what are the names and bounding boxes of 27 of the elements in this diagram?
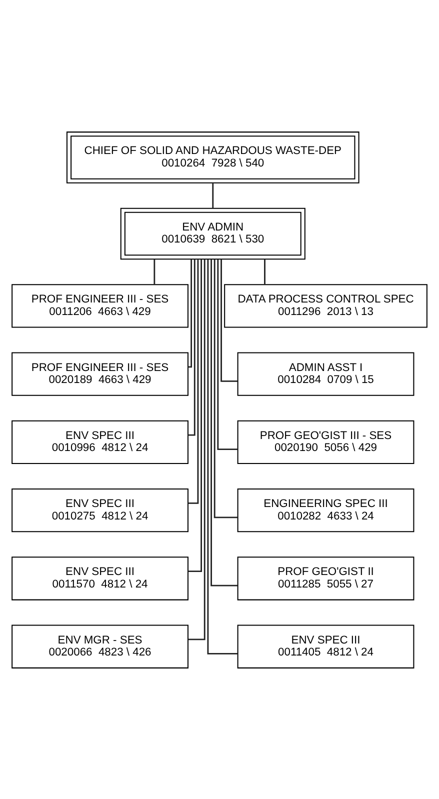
connector xyxy=(188,258,206,640)
node-box: PROF GEO'GIST III - SES 0020190 5056 \ 429 xyxy=(237,420,414,464)
connector xyxy=(214,258,238,518)
node-box: ENV SPEC III 0011570 4812 \ 24 xyxy=(12,556,188,600)
node-box: PROF GEO'GIST II 0011285 5055 \ 27 xyxy=(237,556,414,600)
connector xyxy=(264,258,266,284)
connector xyxy=(210,258,238,586)
node-box: ENV SPEC III 0010996 4812 \ 24 xyxy=(12,420,188,464)
connector xyxy=(207,258,238,654)
node-box: ENV MGR - SES 0020066 4823 \ 426 xyxy=(12,624,188,668)
node-box: ENV SPEC III 0011405 4812 \ 24 xyxy=(237,624,414,668)
node-box: ENV ADMIN 0010639 8621 \ 530 xyxy=(120,207,306,260)
node-box: ENV SPEC III 0010275 4812 \ 24 xyxy=(12,488,188,532)
node-box: CHIEF OF SOLID AND HAZARDOUS WASTE-DEP 0010264 7928 \ 540 xyxy=(66,131,360,183)
connector xyxy=(188,258,196,436)
connector xyxy=(188,259,199,504)
connector xyxy=(212,182,214,208)
connector xyxy=(217,258,238,450)
connector xyxy=(188,258,202,572)
connector xyxy=(220,258,238,382)
node-box: PROF ENGINEER III - SES 0020189 4663 \ 429 xyxy=(12,352,188,396)
node-box: DATA PROCESS CONTROL SPEC 0011296 2013 \ 13 xyxy=(224,284,428,328)
node-box: ENGINEERING SPEC III 0010282 4633 \ 24 xyxy=(237,488,414,532)
connector xyxy=(154,258,156,284)
connector xyxy=(188,258,192,368)
node-box: ADMIN ASST I 0010284 0709 \ 15 xyxy=(237,352,414,396)
node-box: PROF ENGINEER III - SES 0011206 4663 \ 429 xyxy=(12,284,188,328)
